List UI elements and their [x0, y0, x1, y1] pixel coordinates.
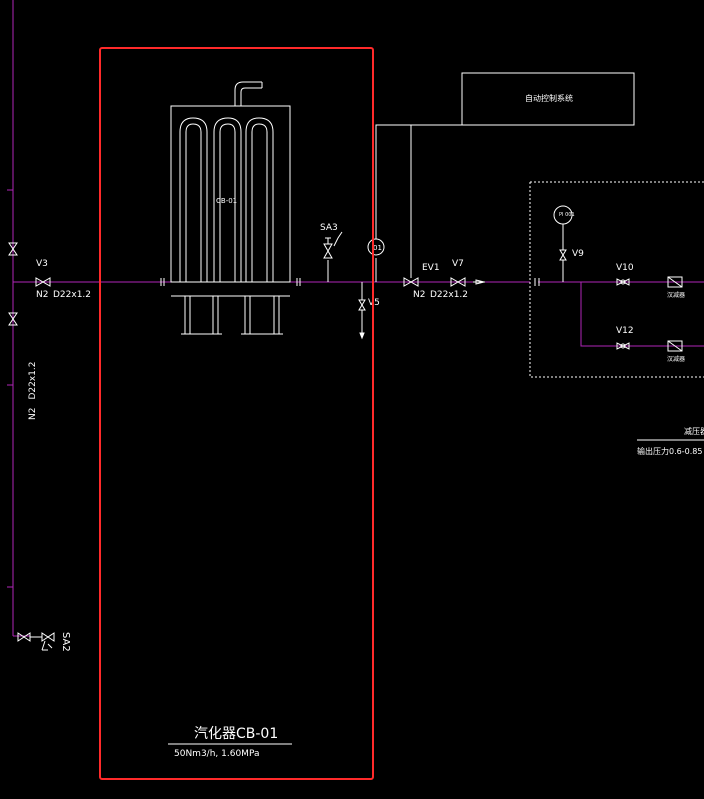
flow-arrow: [473, 279, 485, 285]
ev1-label: EV1: [422, 263, 440, 273]
vaporizer-spec: 50Nm3/h, 1.60MPa: [174, 749, 259, 759]
v7-label: V7: [452, 259, 464, 269]
sa2-safety-valve: [17, 632, 55, 651]
pressure-reducer-a-label: 汉减器: [667, 291, 685, 299]
auto-control-label: 自动控制系统: [525, 93, 573, 103]
ev1-valve: [403, 277, 419, 287]
left-vertical-valve-top: [8, 242, 18, 256]
sa2-label: SA2: [60, 632, 71, 652]
branch-pipe: [580, 282, 704, 347]
pressure-reducer-b-label: 汉减器: [667, 355, 685, 363]
vaporizer-cb01: [170, 81, 291, 335]
pi-gauge: [553, 205, 573, 282]
line-gauge-label: 01: [373, 244, 382, 252]
v5-drain-valve: [358, 282, 366, 340]
v7-valve: [450, 277, 466, 287]
left-vertical-pipe: [7, 0, 30, 637]
pressure-reducer-b: [667, 340, 683, 352]
auto-control-box: [461, 72, 635, 126]
left-pipe-size: D22x1.2: [53, 290, 91, 300]
right-pipe-medium: N2: [413, 290, 425, 300]
flange-left: [160, 278, 165, 286]
control-signal-lines: [375, 124, 462, 278]
reducer-title: 减压器: [684, 426, 704, 436]
v3-label: V3: [36, 259, 48, 269]
flange-right: [296, 278, 301, 286]
v9-label: V9: [572, 249, 584, 259]
v10-valve: [616, 278, 630, 286]
vertical-pipe-label: N2D22x1.2: [28, 362, 38, 421]
pi-gauge-label: PI 001: [559, 212, 575, 218]
v10-label: V10: [616, 263, 634, 273]
highlight-box: [99, 47, 374, 780]
vaporizer-title: 汽化器CB-01: [194, 726, 278, 742]
flange-box: [534, 278, 540, 286]
v12-valve: [616, 342, 630, 350]
left-pipe-medium: N2: [36, 290, 48, 300]
right-pipe-size: D22x1.2: [430, 290, 468, 300]
sa3-safety-valve: [323, 231, 343, 282]
sa3-label: SA3: [320, 223, 338, 233]
vaporizer-tag: CB-01: [216, 197, 237, 205]
reducer-subtitle: 输出压力0.6-0.85: [637, 446, 702, 456]
pressure-reducer-box: [529, 181, 704, 378]
v3-valve: [35, 277, 51, 287]
v12-label: V12: [616, 326, 634, 336]
left-vertical-valve-mid: [8, 312, 18, 326]
pressure-reducer-a: [667, 276, 683, 288]
